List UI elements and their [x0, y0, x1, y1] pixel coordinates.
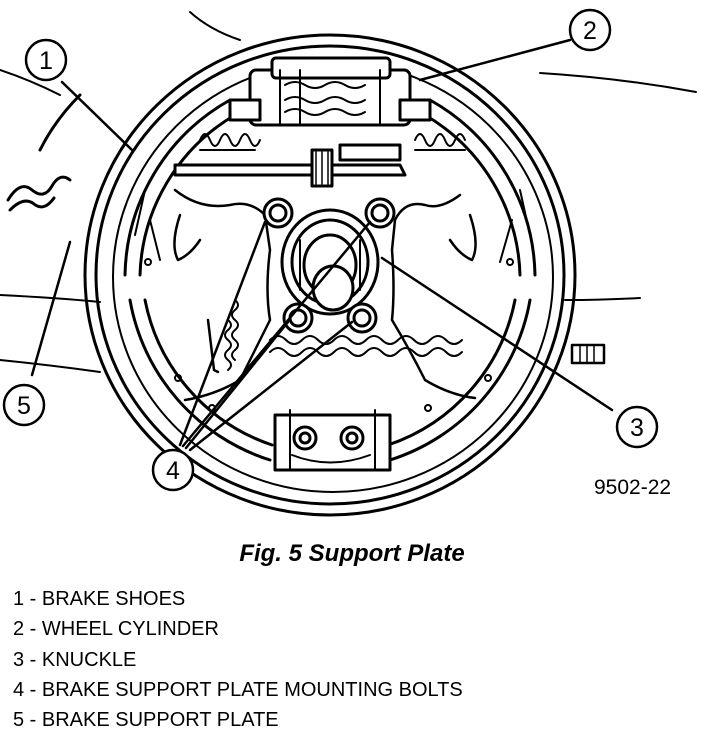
legend-list: 1 - BRAKE SHOES 2 - WHEEL CYLINDER 3 - K… [13, 586, 463, 737]
lower-springs [206, 299, 463, 374]
wheel-cylinder [228, 56, 432, 127]
adjuster-bar [173, 143, 407, 188]
callout-1: 1 [39, 47, 53, 75]
spring-clip [6, 93, 82, 212]
leader-lines [30, 38, 614, 452]
callout-5: 5 [17, 392, 31, 420]
callout-circles [2, 8, 659, 492]
plate-holes [144, 258, 514, 412]
callout-2: 2 [583, 17, 597, 45]
legend-item: 1 - BRAKE SHOES [13, 588, 186, 610]
anchor-block [273, 409, 392, 472]
figure-caption: Fig. 5 Support Plate [239, 540, 465, 567]
legend-item: 5 - BRAKE SUPPORT PLATE [13, 709, 279, 732]
legend-item: 4 - BRAKE SUPPORT PLATE MOUNTING BOLTS [13, 678, 463, 701]
callout-3: 3 [630, 414, 644, 442]
brake-support-plate-diagram: 1 2 3 4 5 [0, 8, 697, 517]
knuckle [280, 208, 380, 316]
support-plate [83, 33, 577, 517]
figure-code: 9502-22 [594, 476, 672, 499]
callout-4: 4 [166, 457, 180, 485]
legend-item: 3 - KNUCKLE [13, 648, 137, 671]
vehicle-outline [0, 11, 697, 373]
upper-springs [199, 133, 466, 151]
legend-item: 2 - WHEEL CYLINDER [13, 618, 219, 641]
brake-shoes [123, 98, 537, 462]
mounting-bolts [262, 197, 396, 334]
wheel-stud [570, 343, 606, 365]
